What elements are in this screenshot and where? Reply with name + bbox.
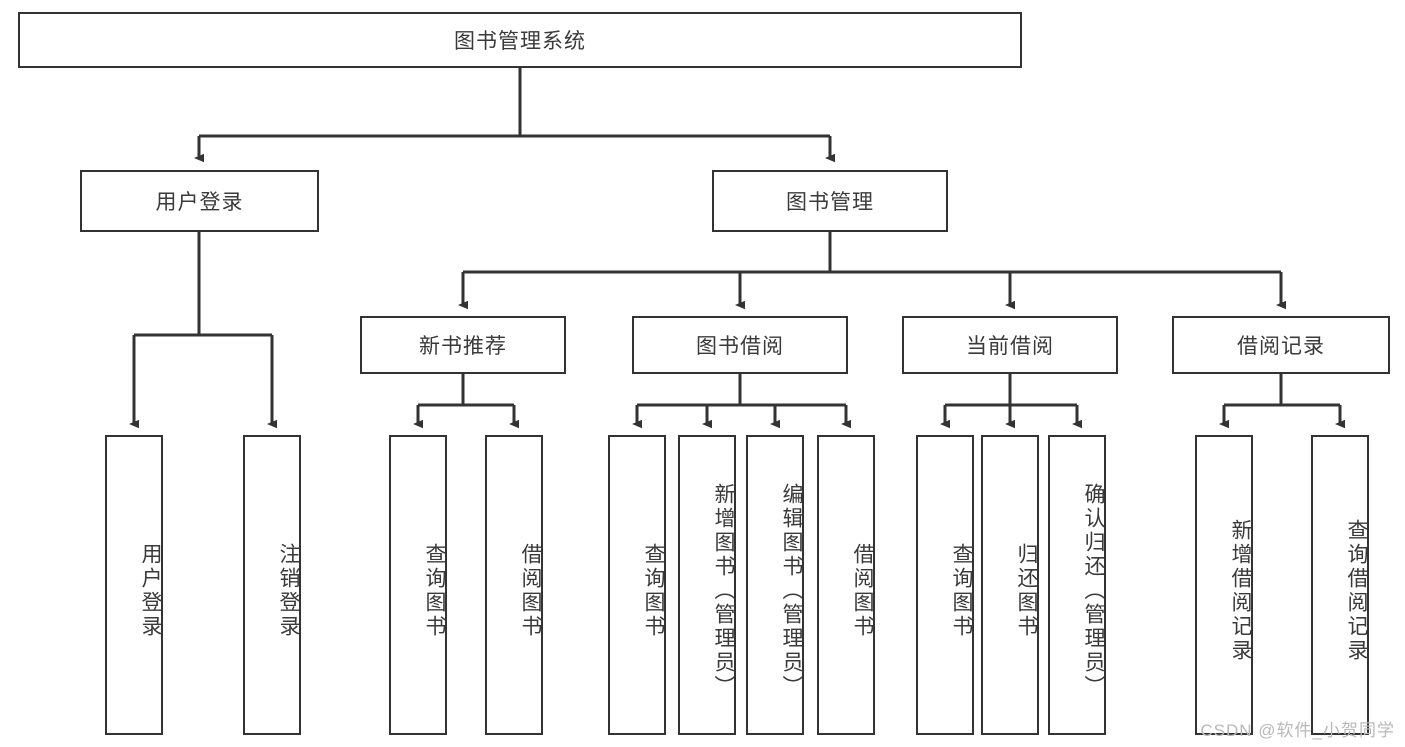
leaf-label: 新增图书（管理员）	[712, 483, 735, 699]
node-new-book-recommend[interactable]: 新书推荐	[360, 316, 566, 374]
leaf-borrow-book[interactable]: 借阅图书	[817, 435, 875, 735]
leaf-query-book-current[interactable]: 查询图书	[916, 435, 974, 735]
watermark: CSDN @软件_小贺同学	[1200, 721, 1395, 740]
leaf-edit-book-admin[interactable]: 编辑图书（管理员）	[746, 435, 804, 735]
leaf-label: 新增借阅记录	[1229, 519, 1252, 663]
leaf-query-book-rec[interactable]: 查询图书	[389, 435, 447, 735]
leaf-label: 查询借阅记录	[1345, 519, 1368, 663]
leaf-label: 用户登录	[139, 543, 162, 639]
leaf-label: 借阅图书	[519, 543, 542, 639]
leaf-label: 归还图书	[1015, 543, 1038, 639]
node-book-borrow[interactable]: 图书借阅	[632, 316, 848, 374]
leaf-label: 查询图书	[950, 543, 973, 639]
leaf-query-borrow-record[interactable]: 查询借阅记录	[1311, 435, 1369, 735]
node-user-login[interactable]: 用户登录	[80, 170, 319, 232]
node-borrow-record[interactable]: 借阅记录	[1172, 316, 1390, 374]
leaf-borrow-book-rec[interactable]: 借阅图书	[485, 435, 543, 735]
leaf-query-book-borrow[interactable]: 查询图书	[608, 435, 666, 735]
leaf-label: 查询图书	[423, 543, 446, 639]
leaf-add-book-admin[interactable]: 新增图书（管理员）	[678, 435, 736, 735]
leaf-add-borrow-record[interactable]: 新增借阅记录	[1195, 435, 1253, 735]
leaf-label: 借阅图书	[851, 543, 874, 639]
leaf-user-login[interactable]: 用户登录	[105, 435, 163, 735]
node-root[interactable]: 图书管理系统	[18, 12, 1022, 68]
leaf-logout-login[interactable]: 注销登录	[243, 435, 301, 735]
node-book-management[interactable]: 图书管理	[712, 170, 948, 232]
leaf-label: 编辑图书（管理员）	[780, 483, 803, 699]
leaf-label: 注销登录	[277, 543, 300, 639]
node-current-borrow[interactable]: 当前借阅	[902, 316, 1118, 374]
leaf-confirm-return-admin[interactable]: 确认归还（管理员）	[1048, 435, 1106, 735]
leaf-label: 确认归还（管理员）	[1082, 483, 1105, 699]
leaf-label: 查询图书	[642, 543, 665, 639]
leaf-return-book[interactable]: 归还图书	[981, 435, 1039, 735]
